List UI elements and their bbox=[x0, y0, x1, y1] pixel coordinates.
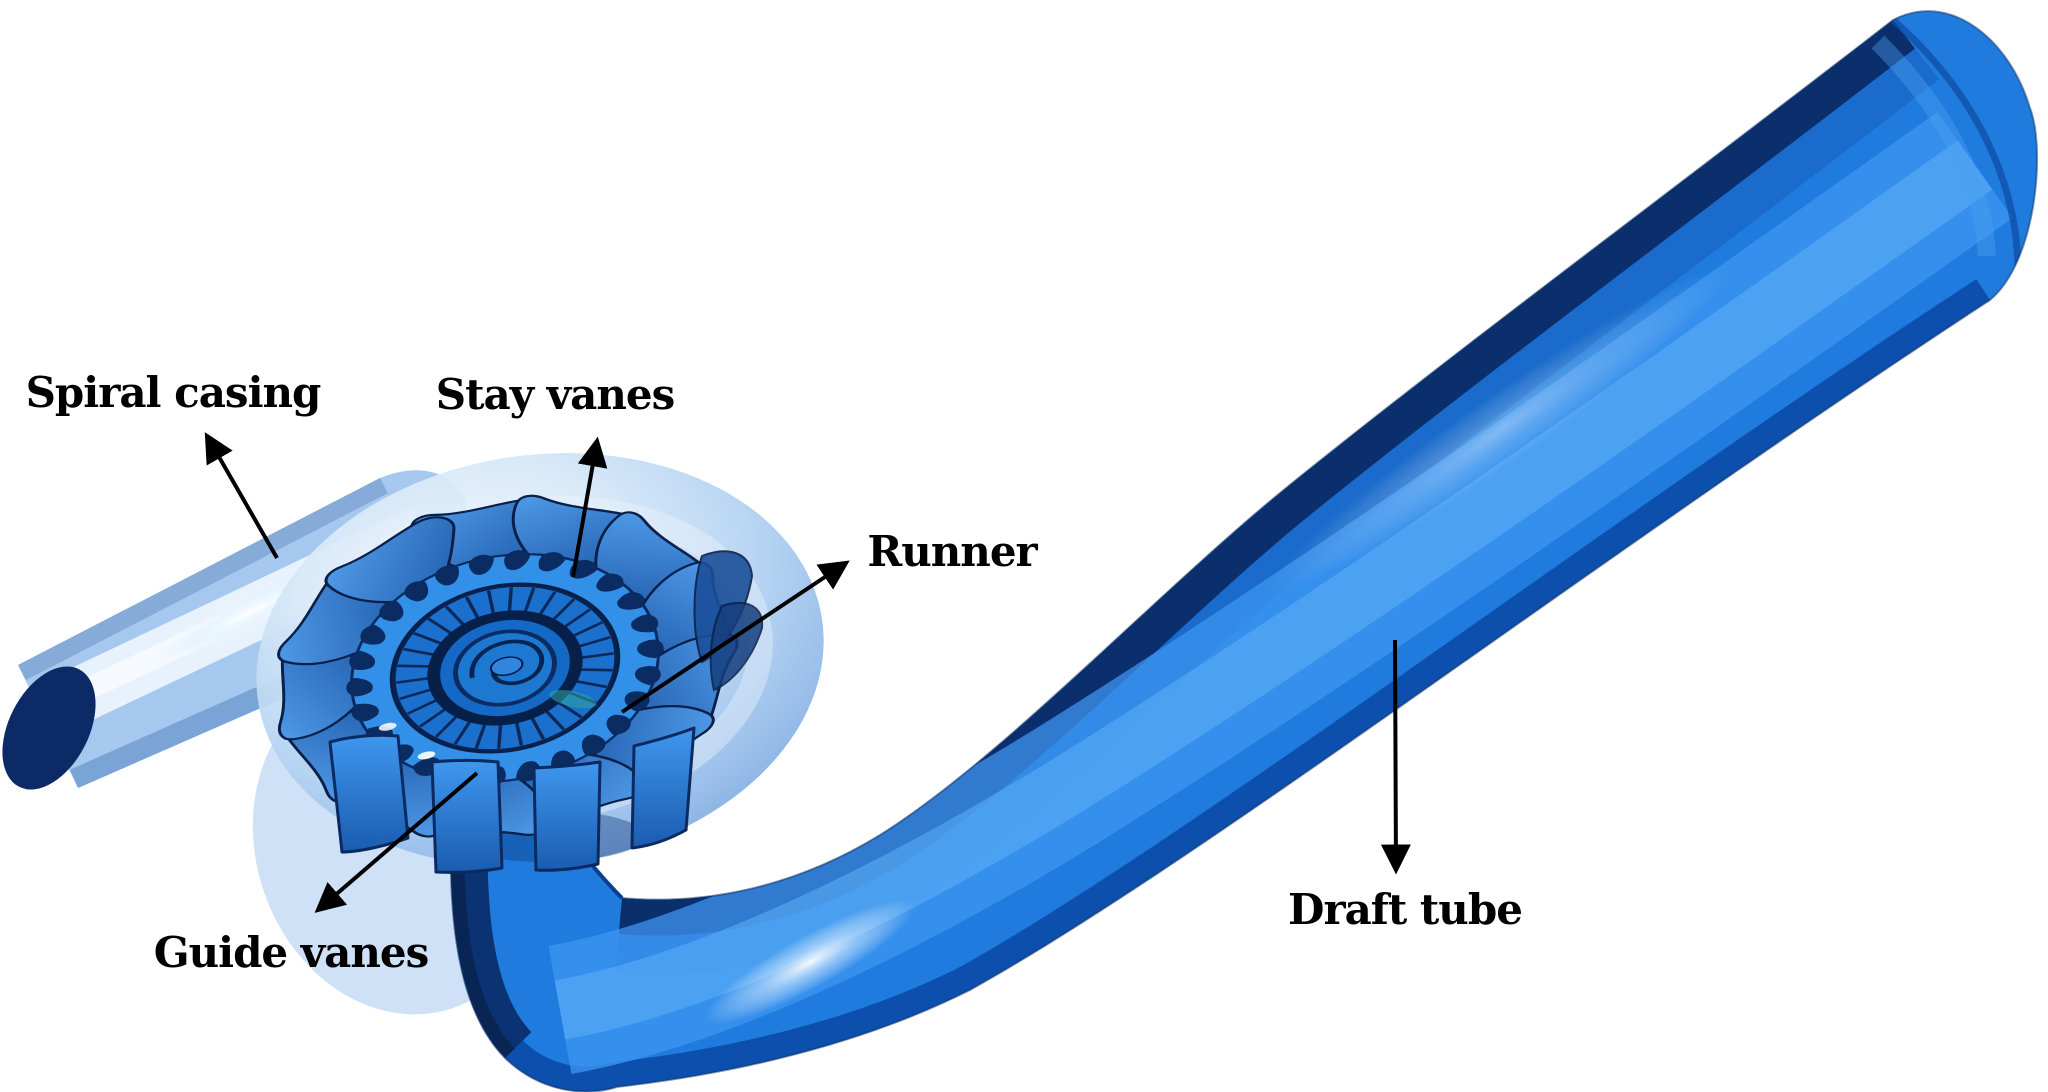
arrow-runner bbox=[620, 560, 850, 714]
draft-tube-outline bbox=[449, 10, 2039, 1092]
vane-glint bbox=[417, 751, 436, 760]
label-runner: Runner bbox=[867, 527, 1038, 576]
runner-teal-glint bbox=[549, 689, 597, 709]
runner bbox=[390, 582, 620, 754]
draft-tube-gloss bbox=[704, 899, 916, 1025]
arrow-guide-vanes bbox=[314, 771, 479, 913]
label-guide-vanes: Guide vanes bbox=[154, 928, 429, 977]
annotation-labels: Spiral casing Stay vanes Runner Guide va… bbox=[26, 368, 1523, 977]
draft-tube-end-cap-edge bbox=[1890, 17, 2022, 267]
arrow-draft-tube bbox=[1380, 639, 1411, 875]
far-stay-vanes bbox=[693, 550, 764, 692]
annotation-arrows bbox=[204, 432, 1411, 913]
label-draft-tube: Draft tube bbox=[1288, 885, 1522, 934]
arrow-stay-vanes bbox=[571, 436, 608, 578]
label-stay-vanes: Stay vanes bbox=[436, 370, 675, 419]
turbine-assembly bbox=[266, 488, 747, 845]
inlet-pipe-end-cap bbox=[2, 666, 96, 790]
arrow-spiral-casing bbox=[204, 432, 279, 559]
front-stay-vanes bbox=[328, 726, 696, 874]
vane-glint bbox=[378, 722, 397, 731]
label-spiral-casing: Spiral casing bbox=[26, 368, 321, 417]
